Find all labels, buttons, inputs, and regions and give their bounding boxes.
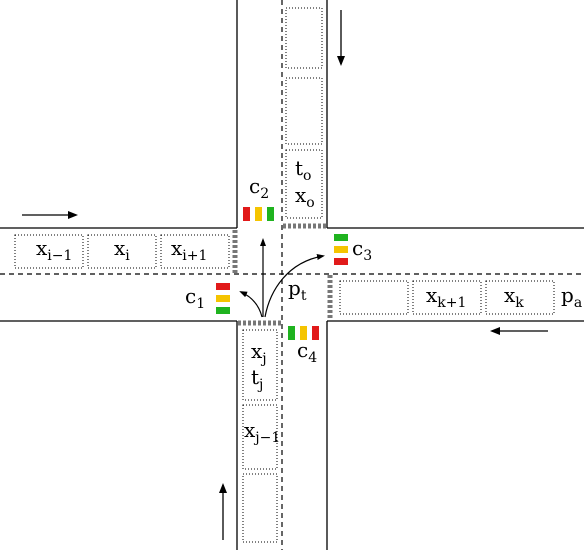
signal-c1	[216, 283, 230, 314]
vehicle-north-3	[285, 149, 323, 219]
signal-c4-green-light	[288, 326, 295, 340]
vehicle-xi-label: xi	[114, 236, 130, 264]
signal-c3-red-light	[334, 258, 348, 265]
vehicle-east-3	[485, 280, 555, 315]
signal-c3	[334, 234, 348, 265]
right-turn-arrow	[264, 254, 325, 318]
vehicle-xim1-label: xi−1	[36, 236, 72, 264]
direction-arrows	[22, 10, 548, 540]
vehicle-east-2	[412, 280, 482, 315]
signal-c4	[288, 326, 319, 340]
point-pt-label: pt	[288, 276, 307, 304]
signal-c2-red-light	[243, 207, 250, 221]
vehicle-tj-label: tj	[251, 365, 263, 393]
signal-c2-label: c2	[249, 174, 269, 202]
signal-c2	[243, 207, 274, 221]
vehicle-xip1-label: xi+1	[171, 236, 207, 264]
signal-c2-green-light	[267, 207, 274, 221]
vehicle-south-2	[242, 404, 278, 470]
turn-arrows	[239, 238, 325, 318]
vehicle-west-3	[160, 234, 230, 269]
vehicle-north-1	[285, 7, 323, 69]
vehicle-xk-label: xk	[504, 283, 524, 311]
signal-c4-label: c4	[297, 338, 317, 366]
signal-c1-green-light	[216, 307, 230, 314]
signal-c3-green-light	[334, 234, 348, 241]
vehicle-xj-label: xj	[251, 339, 267, 367]
signal-c1-yellow-light	[216, 295, 230, 302]
vehicle-east-1	[339, 280, 409, 315]
vehicle-xjm1-label: xj−1	[244, 418, 280, 446]
signal-c4-red-light	[312, 326, 319, 340]
vehicle-to-label: to	[295, 156, 311, 184]
signal-c3-yellow-light	[334, 246, 348, 253]
vehicle-west-1	[14, 234, 84, 269]
vehicles	[14, 7, 555, 543]
signal-c2-yellow-light	[255, 207, 262, 221]
vehicle-south-1	[242, 329, 278, 401]
vehicle-west-2	[87, 234, 157, 269]
left-turn-arrow	[239, 291, 263, 318]
signal-c1-red-light	[216, 283, 230, 290]
vehicle-south-3	[242, 473, 278, 543]
signal-c4-yellow-light	[300, 326, 307, 340]
vehicle-north-2	[285, 77, 323, 145]
signal-c3-label: c3	[352, 236, 372, 264]
vehicle-xkp1-label: xk+1	[426, 283, 466, 311]
stop-lines	[232, 223, 333, 326]
point-pa-label: pa	[561, 283, 582, 311]
vehicle-xo-label: xo	[295, 183, 315, 211]
signal-c1-label: c1	[185, 284, 205, 312]
